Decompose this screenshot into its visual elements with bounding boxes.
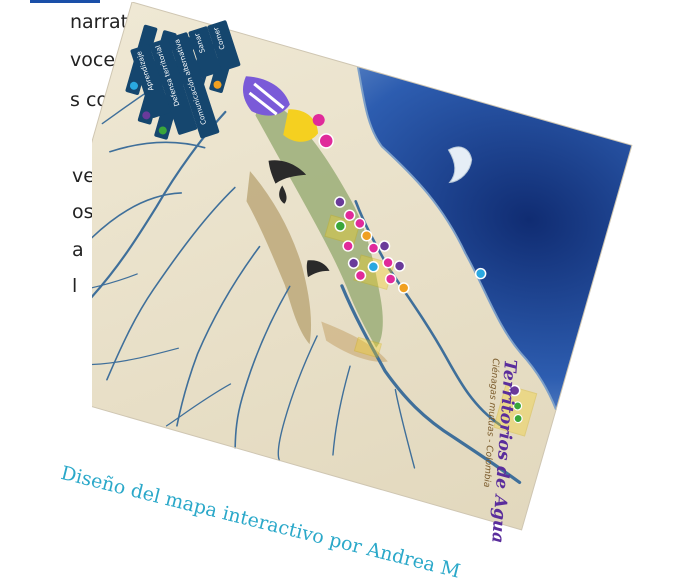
map-marker [393,260,406,272]
map-marker [384,273,397,285]
map-marker [347,257,360,269]
dancer-illustration [243,76,334,149]
map-marker [382,256,394,269]
map-marker [474,267,487,280]
map-marker [343,209,356,222]
map-marker [342,240,354,252]
text-line: voces [70,49,125,71]
map-marker [378,240,391,252]
text-line: narrati- [70,11,141,33]
mountain-range [255,96,383,348]
text-line: os [72,201,94,223]
mountain-range [321,321,388,362]
map-marker [334,196,346,208]
dolphin-illustration [447,146,473,184]
map-markers [334,196,523,424]
bird-illustration [306,260,330,278]
header-rule [30,0,100,3]
text-line: a [72,239,84,261]
map-marker [354,217,366,230]
map-marker [360,229,373,242]
map-marker [367,261,380,273]
condor-illustration [268,160,307,204]
mountain-range [246,171,311,345]
text-line: l [72,275,78,297]
map-marker [508,384,521,397]
map-marker [334,220,347,232]
map-marker [397,282,410,294]
river-network [92,75,522,485]
map-illustration[interactable] [92,2,652,542]
map-marker [367,242,380,254]
map-canvas [92,2,633,531]
map-marker [513,413,523,424]
map-marker [512,401,523,411]
coastline [356,66,557,411]
map-marker [354,269,367,282]
